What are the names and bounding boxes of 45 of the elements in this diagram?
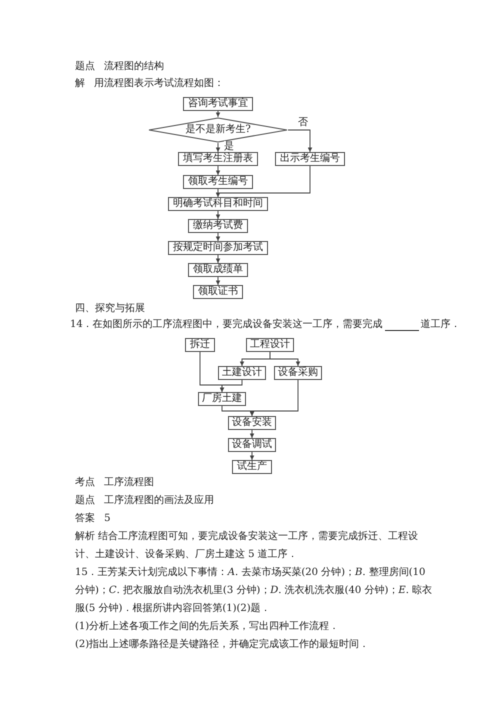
- heading-text: 解 用流程图表示考试流程如图：: [75, 76, 224, 91]
- process-box: 填写考生注册表: [178, 152, 258, 166]
- arrow: [250, 452, 254, 460]
- process-box: 领取成绩单: [188, 263, 248, 277]
- process-box: 设备采购: [274, 366, 322, 380]
- process-box: 咨询考试事宜: [183, 97, 253, 111]
- explanation-text: 解析 结合工序流程图可知，要完成设备安装这一工序，需要完成拆迁、工程设计、土建设计、设备采购、厂房土建这 5 道工序．: [75, 530, 420, 562]
- process-box: 设备安装: [228, 416, 276, 430]
- arrow: [216, 142, 220, 152]
- arrow: [216, 232, 220, 242]
- arrow: [288, 130, 312, 152]
- arrow: [270, 352, 300, 366]
- process-box: 厂房土建: [198, 392, 246, 406]
- process-box: 缴纳考试费: [188, 219, 248, 233]
- arrow: [216, 210, 220, 220]
- question-text: (1)分析上述各项工作之间的先后关系，写出四种工作流程．: [75, 620, 340, 634]
- arrow: [216, 254, 220, 264]
- edge-label: 否: [298, 117, 308, 128]
- heading-text: 题点 流程图的结构: [75, 60, 164, 74]
- arrow: [216, 110, 220, 118]
- process-box: 领取考生编号: [183, 175, 253, 189]
- arrow: [250, 430, 254, 438]
- process-box: 设备调试: [228, 438, 276, 452]
- arrow: [216, 166, 310, 198]
- heading-text: 考点 工序流程图: [75, 476, 154, 490]
- process-box: 土建设计: [218, 366, 266, 380]
- question-text: (2)指出上述哪条路径是关键路径，并确定完成该工作的最短时间．: [75, 638, 370, 652]
- process-box: 试生产: [232, 460, 272, 474]
- process-box: 拆迁: [185, 338, 215, 352]
- heading-text: 题点 工序流程图的画法及应用: [75, 494, 214, 508]
- process-box: 按规定时间参加考试: [168, 241, 268, 255]
- arrow: [220, 380, 242, 392]
- answer-text: 答案 5: [75, 512, 111, 526]
- section-heading: 四、探究与拓展: [75, 302, 145, 316]
- question-text: 道工序．: [420, 318, 461, 332]
- arrow: [250, 380, 298, 416]
- process-box: 领取证书: [193, 285, 243, 299]
- arrow: [216, 276, 220, 286]
- process-box: 出示考生编号: [275, 152, 345, 166]
- edge-label: 是: [224, 141, 234, 152]
- process-box: 工程设计: [246, 338, 294, 352]
- question-text: 15．王芳某天计划完成以下事情：A. 去菜市场买菜(20 分钟)；B. 整理房间(10 分钟)；C. 把衣服放自动洗衣机里(3 分钟)；D. 洗衣机洗衣服(40 分钟)；E. 晾衣服(5 分钟)．根据所讲内容回答第(1)(2)题．: [75, 566, 434, 616]
- arrow: [216, 166, 220, 176]
- process-box: 明确考试科目和时间: [168, 197, 268, 211]
- question-text: 14．在如图所示的工序流程图中，要完成设备安装这一工序，需要完成: [70, 318, 383, 332]
